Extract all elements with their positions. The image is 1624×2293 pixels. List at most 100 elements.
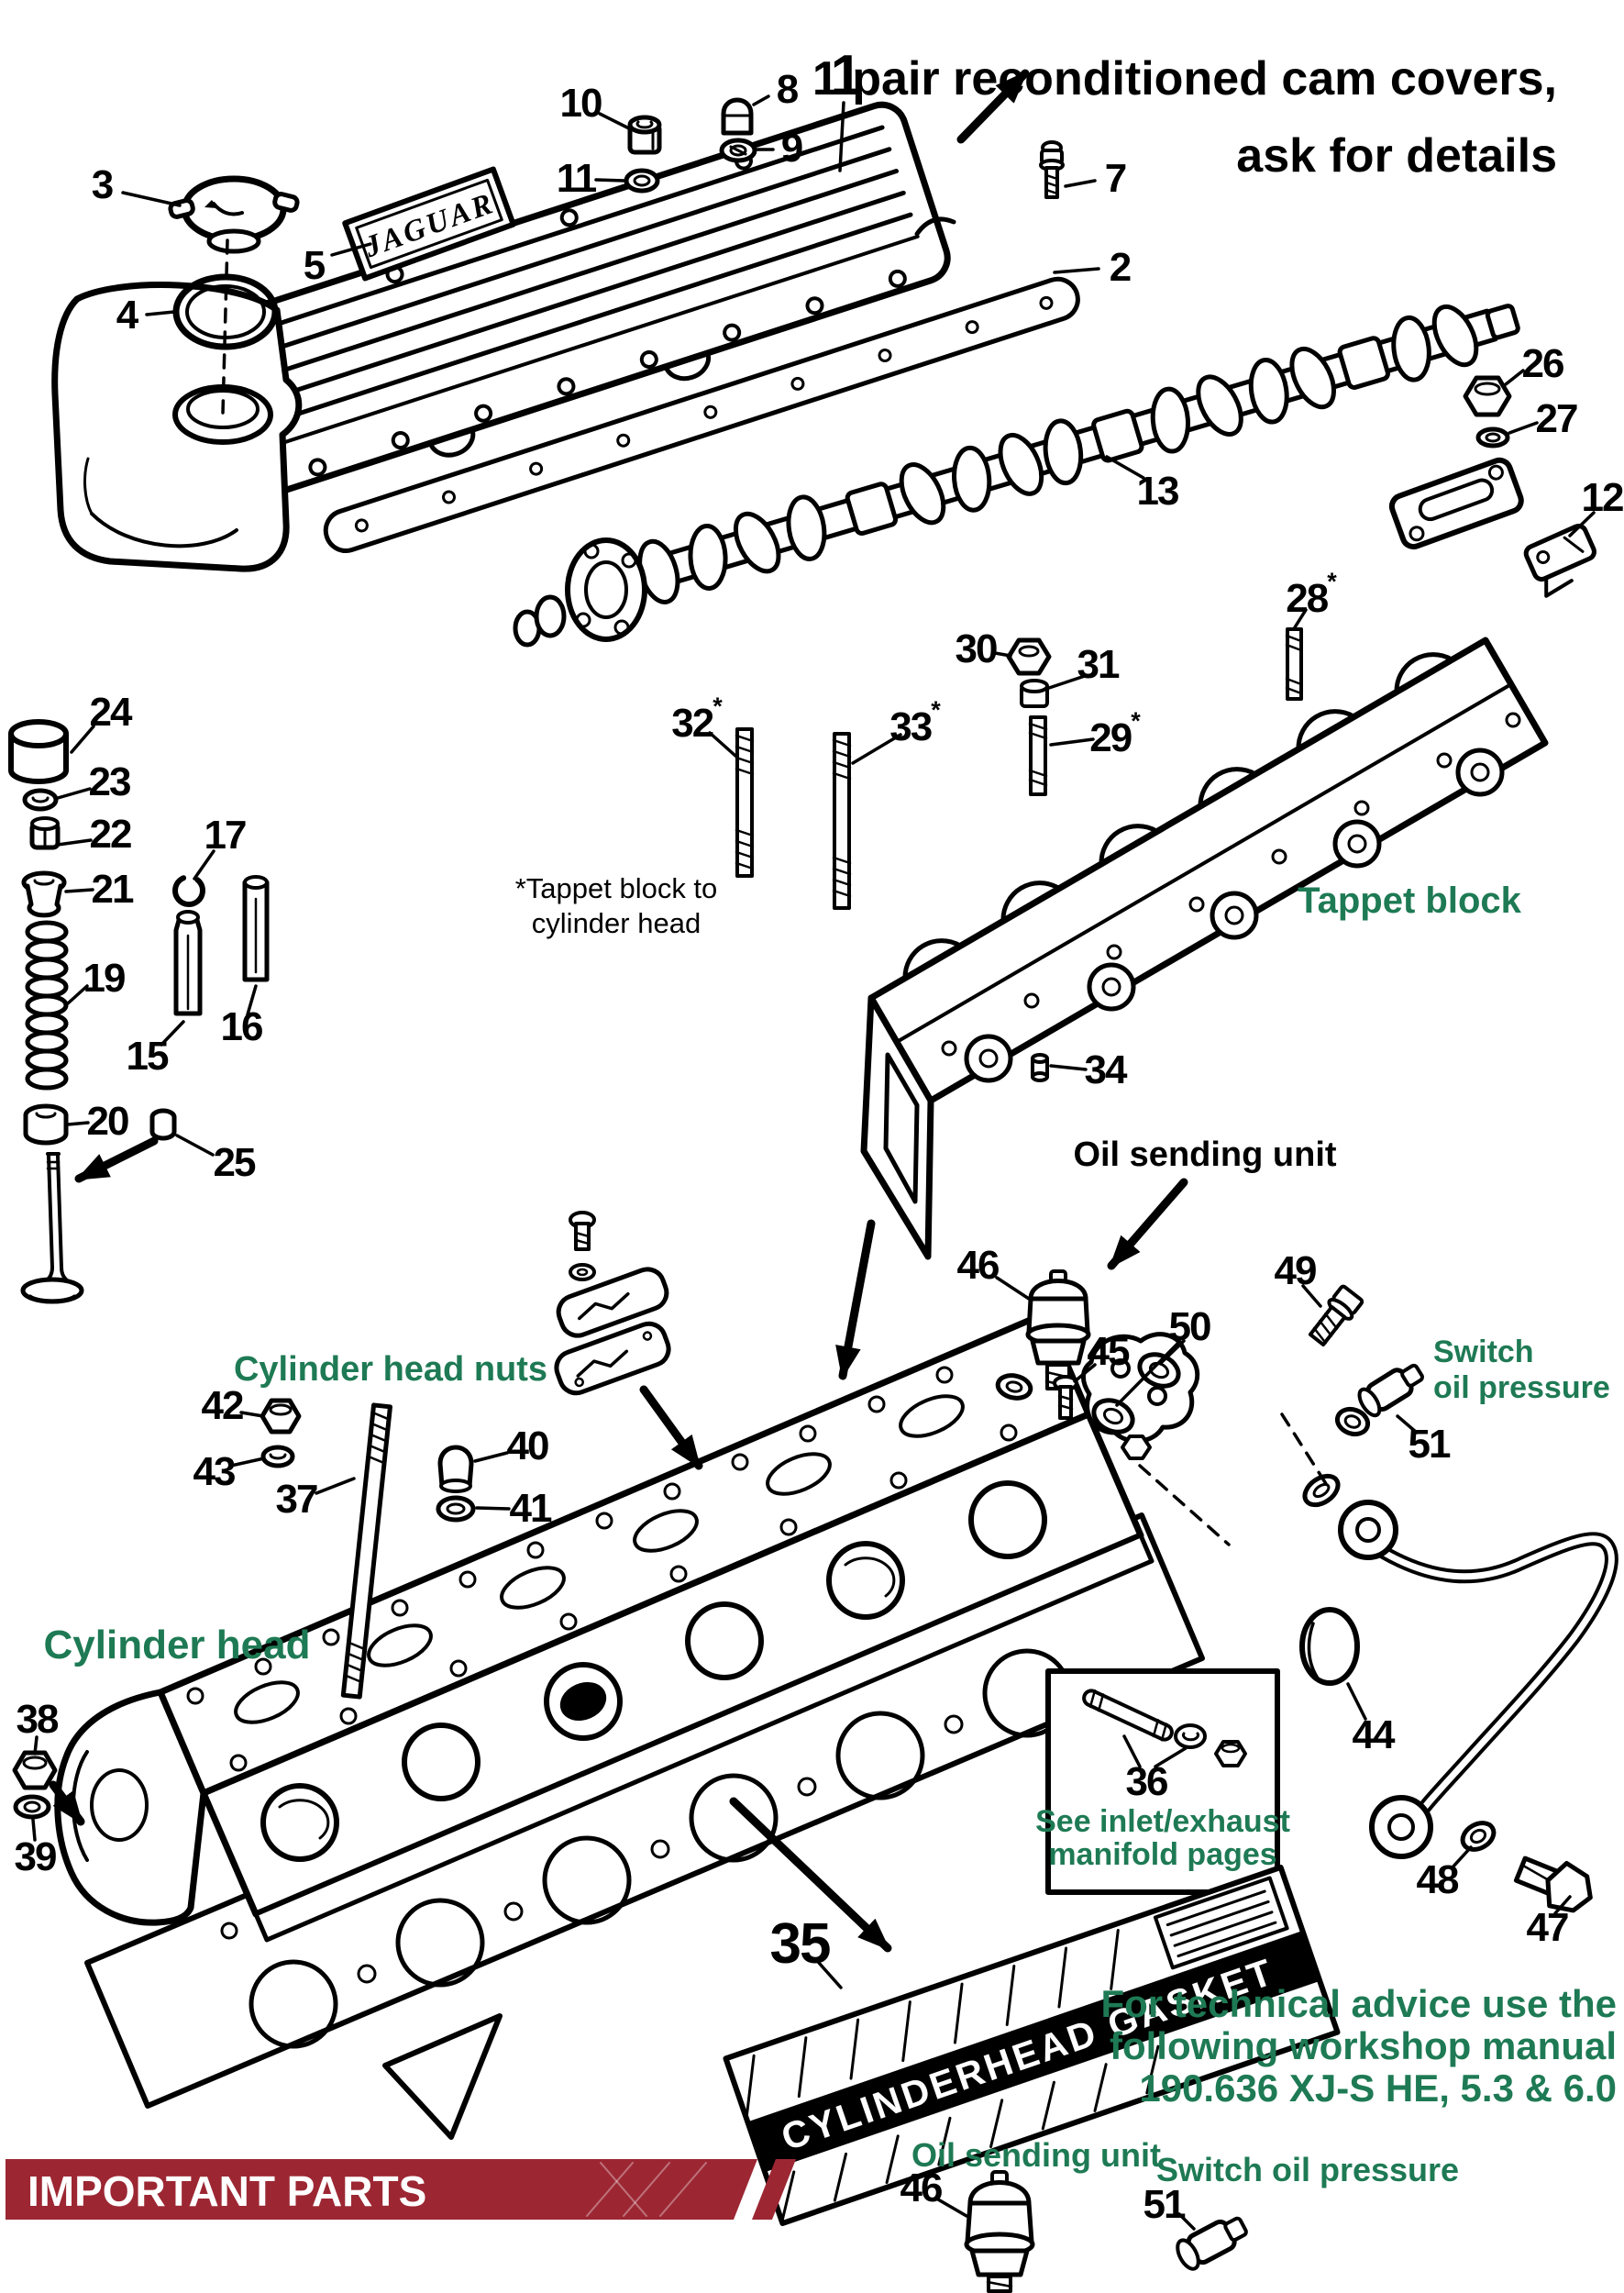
leader-line-16: [246, 984, 258, 1016]
leader-line-31: [1047, 674, 1087, 690]
stud-29-drawing: [1028, 715, 1048, 796]
plug-34-drawing: [1031, 1053, 1049, 1082]
leader-line-11: [594, 178, 626, 183]
valve-seal-25-drawing: [149, 1108, 177, 1141]
leader-line-25: [175, 1134, 215, 1157]
leader-line-36: [1122, 1734, 1142, 1768]
leader-line-1: [838, 101, 845, 172]
stud-37-drawing: [340, 1402, 392, 1700]
washer-39-drawing: [13, 1794, 51, 1820]
direction-arrow-2: [74, 1136, 159, 1183]
nut-38-drawing: [12, 1750, 58, 1790]
leader-line-2: [1053, 267, 1100, 274]
washer-23-drawing: [22, 788, 59, 812]
leader-line-46b: [936, 2198, 968, 2218]
leader-line-24: [70, 725, 95, 754]
leader-line-50: [1159, 1339, 1186, 1365]
leader-line-48: [1450, 1845, 1473, 1870]
leader-line-30: [993, 651, 1012, 658]
dashed-line-3: [1280, 1412, 1331, 1491]
stud-33-drawing: [832, 732, 852, 910]
leader-line-5: [330, 242, 372, 257]
leader-line-45: [1073, 1363, 1097, 1383]
oil-pipe-drawing: [1299, 1473, 1618, 1913]
leader-line-41: [475, 1506, 511, 1511]
gasket-package-drawing: CYLINDERHEAD GASKET: [723, 1864, 1341, 2227]
leader-line-3: [121, 191, 182, 207]
valve-guide-15-drawing: [173, 910, 203, 1016]
leader-line-46: [995, 1276, 1031, 1301]
leader-line-51b: [1177, 2212, 1196, 2231]
leader-line-27: [1508, 421, 1539, 435]
camshaft-drawing: [513, 304, 1520, 648]
washer-27-drawing: [1475, 426, 1510, 449]
leader-line-39: [31, 1818, 37, 1842]
leader-line-26: [1504, 369, 1525, 386]
leader-line-23: [56, 787, 92, 800]
washer-41-drawing: [436, 1495, 476, 1523]
leader-line-28: [1293, 608, 1308, 629]
washer-11-drawing: [624, 168, 660, 194]
leader-line-35: [817, 1961, 843, 1989]
leader-line2-36: [1154, 1746, 1188, 1768]
nut-10-drawing: [627, 115, 662, 155]
tappet-block-drawing: [860, 637, 1549, 1260]
leader-line-21: [64, 888, 94, 893]
leader-line-13: [1105, 455, 1145, 480]
direction-arrow-4: [639, 1385, 703, 1470]
nut-22-drawing: [29, 816, 61, 850]
direction-arrow-6: [49, 1780, 85, 1826]
direction-arrow-1: [956, 69, 1030, 144]
leader-line-20: [66, 1121, 90, 1126]
nut-42-drawing: [260, 1398, 302, 1435]
leader-line-47: [1553, 1895, 1572, 1915]
direction-arrow-5: [835, 1219, 876, 1380]
washers-50-drawing: [1091, 1352, 1181, 1435]
stud-32-drawing: [735, 727, 755, 878]
circlip-17-drawing: [172, 874, 205, 907]
dome-nut-40-drawing: [437, 1445, 474, 1493]
leader-line-43: [229, 1457, 266, 1468]
leader-line-7: [1064, 179, 1097, 188]
bolt-7-drawing: [1039, 140, 1065, 199]
cam-bearing-cap-drawing: [1388, 457, 1524, 550]
filler-cap-drawing: [168, 175, 300, 254]
leader-line-44: [1346, 1682, 1367, 1721]
nut-31-drawing: [1020, 679, 1049, 708]
manifold-stud-box-drawing: [1045, 1668, 1280, 1895]
dashed-line-1: [221, 238, 229, 415]
washer-bolt-45-drawing: [995, 1373, 1078, 1420]
important-parts-banner: [6, 2159, 796, 2220]
spring-19-drawing: [25, 920, 69, 1091]
bracket-12-drawing: [1523, 523, 1596, 598]
stud-28-drawing: [1285, 627, 1303, 701]
washer-9-drawing: [719, 138, 757, 163]
dashed-line-2: [1138, 1464, 1231, 1546]
washer-43-drawing: [260, 1445, 295, 1468]
cylinder-head-drawing: [54, 1310, 1154, 1943]
leader-line-32: [708, 731, 737, 758]
collar-21-drawing: [21, 870, 67, 918]
direction-arrow-3: [1107, 1178, 1188, 1270]
oil-sending-unit-46b-drawing: [964, 2170, 1035, 2293]
leader-line-15: [160, 1020, 185, 1047]
oil-pressure-switch-51-drawing: [1334, 1363, 1424, 1437]
cam-cover-drawing: [51, 101, 956, 572]
leader-line2-50: [1115, 1340, 1181, 1407]
leader-line-10: [598, 112, 631, 130]
leader-line-37: [315, 1477, 356, 1495]
leader-line-29: [1049, 737, 1095, 747]
leader-and-arrow-overlay: [31, 69, 1596, 2231]
leader-line-17: [193, 849, 215, 881]
leader-line-33: [851, 733, 902, 765]
leader-line-19: [66, 984, 89, 1005]
tappet-24-drawing: [8, 719, 69, 784]
blanking-plates-drawing: [554, 1211, 671, 1396]
leader-line-12: [1568, 511, 1596, 537]
leader-line-38: [33, 1735, 39, 1756]
oil-pressure-switch-51b-drawing: [1176, 2216, 1248, 2271]
leader-line-42: [239, 1411, 265, 1418]
spring-seat-20-drawing: [23, 1103, 69, 1146]
leader-line-49: [1301, 1284, 1322, 1308]
